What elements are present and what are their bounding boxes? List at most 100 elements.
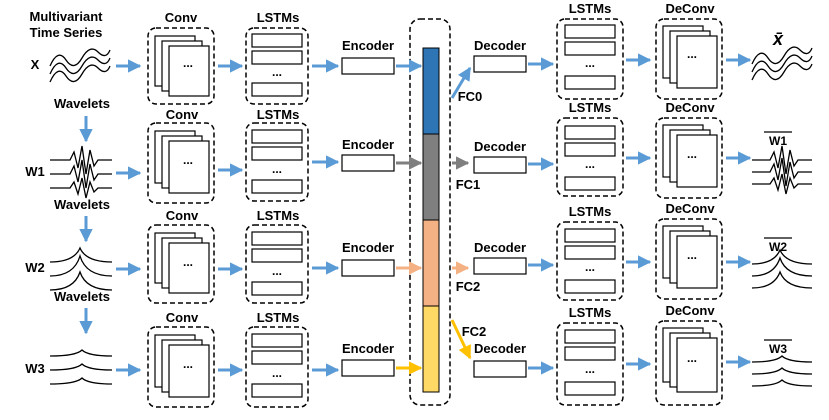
lstms-right-ellipsis-1: ... bbox=[585, 157, 595, 171]
row-3-input-label: W3 bbox=[25, 361, 45, 376]
row-2-input-label: W2 bbox=[25, 260, 45, 275]
lstms-right-ellipsis-3: ... bbox=[585, 362, 595, 376]
conv-block-2 bbox=[147, 224, 215, 304]
deconv-block-2 bbox=[655, 218, 723, 300]
lstms-right-ellipsis-2: ... bbox=[585, 260, 595, 274]
conv-ellipsis-2: ... bbox=[183, 255, 193, 269]
row-2-wavelet-signal bbox=[49, 246, 113, 291]
deconv-ellipsis-1: ... bbox=[687, 147, 697, 161]
fc-label-3: FC2 bbox=[462, 324, 487, 339]
lstms-right-label-1: LSTMs bbox=[569, 100, 612, 115]
conv-label-0: Conv bbox=[165, 10, 198, 25]
fc-label-1: FC1 bbox=[456, 177, 481, 192]
output-signal-3 bbox=[751, 355, 813, 387]
row-1: Conv ... LSTMs ... Encoder FC1 Decoder L… bbox=[116, 100, 812, 204]
wavelets-label-3: Wavelets bbox=[54, 289, 110, 304]
deconv-ellipsis-3: ... bbox=[687, 351, 697, 365]
output-label-3: W3 bbox=[769, 342, 787, 356]
output-signal-2 bbox=[751, 248, 813, 289]
encoder-box-1 bbox=[341, 154, 395, 172]
decoder-label-1: Decoder bbox=[474, 139, 526, 154]
arrow-latent-to-fc-0 bbox=[450, 66, 472, 99]
deconv-label-2: DeConv bbox=[665, 201, 715, 216]
row-0: Conv ... LSTMs ... Encoder FC0 Decoder L… bbox=[116, 1, 813, 105]
decoder-label-3: Decoder bbox=[474, 341, 526, 356]
decoder-label-2: Decoder bbox=[474, 240, 526, 255]
encoder-label-2: Encoder bbox=[342, 240, 394, 255]
decoder-box-1 bbox=[473, 156, 527, 174]
arrow-latent-to-fc-3 bbox=[450, 319, 472, 360]
encoder-box-0 bbox=[341, 57, 395, 75]
decoder-label-0: Decoder bbox=[474, 38, 526, 53]
lstms-left-ellipsis-3: ... bbox=[272, 366, 282, 380]
lstms-right-label-0: LSTMs bbox=[569, 1, 612, 16]
lstms-left-block-2 bbox=[245, 224, 309, 304]
encoder-label-0: Encoder bbox=[342, 38, 394, 53]
output-signal-0 bbox=[751, 46, 813, 81]
deconv-block-3 bbox=[655, 320, 723, 406]
row-1-input-label: W1 bbox=[25, 164, 45, 179]
lstms-right-label-2: LSTMs bbox=[569, 204, 612, 219]
deconv-label-1: DeConv bbox=[665, 100, 715, 115]
lstms-left-label-0: LSTMs bbox=[257, 10, 300, 25]
encoder-box-3 bbox=[341, 359, 395, 377]
lstms-left-label-3: LSTMs bbox=[257, 310, 300, 325]
lstms-left-ellipsis-1: ... bbox=[272, 162, 282, 176]
conv-ellipsis-3: ... bbox=[183, 357, 193, 371]
conv-label-1: Conv bbox=[166, 107, 199, 122]
conv-ellipsis-0: ... bbox=[183, 56, 193, 70]
decoder-box-3 bbox=[473, 360, 527, 378]
fc-label-0: FC0 bbox=[458, 89, 483, 104]
decoder-box-2 bbox=[473, 257, 527, 275]
encoder-box-2 bbox=[341, 259, 395, 277]
deconv-block-1 bbox=[655, 117, 723, 199]
lstms-right-block-0 bbox=[556, 18, 624, 100]
lstms-right-block-1 bbox=[556, 117, 624, 197]
lstms-right-block-3 bbox=[556, 322, 624, 406]
wavelets-label-2: Wavelets bbox=[54, 197, 110, 212]
row-2: Conv ... LSTMs ... Encoder FC2 Decoder L… bbox=[116, 201, 813, 304]
row-1-wavelet-signal bbox=[50, 145, 112, 199]
latent-segment-1 bbox=[422, 133, 440, 221]
fc-label-2: FC2 bbox=[456, 279, 481, 294]
latent-outer-box bbox=[409, 18, 451, 406]
row-3-wavelet-signal bbox=[49, 349, 113, 385]
conv-label-3: Conv bbox=[166, 310, 199, 325]
decoder-box-0 bbox=[473, 55, 527, 73]
deconv-ellipsis-2: ... bbox=[687, 248, 697, 262]
lstms-right-label-3: LSTMs bbox=[569, 305, 612, 320]
deconv-label-0: DeConv bbox=[665, 1, 715, 16]
deconv-block-0 bbox=[655, 18, 723, 100]
output-signal-1 bbox=[752, 145, 812, 195]
lstms-right-ellipsis-0: ... bbox=[585, 56, 595, 70]
latent-segment-0 bbox=[422, 47, 440, 135]
row-0-multivariate-signal bbox=[49, 48, 111, 83]
conv-block-3 bbox=[147, 326, 215, 408]
lstms-left-ellipsis-0: ... bbox=[272, 65, 282, 79]
encoder-label-3: Encoder bbox=[342, 341, 394, 356]
deconv-ellipsis-0: ... bbox=[687, 47, 697, 61]
deconv-label-3: DeConv bbox=[665, 303, 715, 318]
lstms-left-block-3 bbox=[245, 326, 309, 408]
output-label-1: W1 bbox=[769, 134, 787, 148]
latent-segment-3 bbox=[422, 305, 440, 393]
lstms-left-block-1 bbox=[245, 122, 309, 202]
lstms-left-label-1: LSTMs bbox=[257, 107, 300, 122]
wavelets-label-1: Wavelets bbox=[54, 96, 110, 111]
lstms-right-block-2 bbox=[556, 221, 624, 301]
encoder-label-1: Encoder bbox=[342, 137, 394, 152]
lstms-left-label-2: LSTMs bbox=[257, 208, 300, 223]
conv-label-2: Conv bbox=[166, 208, 199, 223]
conv-block-1 bbox=[147, 122, 215, 204]
row-3: Conv ... LSTMs ... Encoder FC2 Decoder L… bbox=[116, 303, 813, 408]
lstms-left-block-0 bbox=[245, 27, 309, 105]
conv-ellipsis-1: ... bbox=[183, 153, 193, 167]
row-0-input-label: X bbox=[31, 57, 40, 72]
lstms-left-ellipsis-2: ... bbox=[272, 264, 282, 278]
output-label-2: W2 bbox=[769, 240, 787, 254]
input-title-line2: Time Series bbox=[30, 25, 103, 40]
conv-block-0 bbox=[147, 27, 215, 105]
input-title-line1: Multivariant bbox=[30, 9, 104, 24]
